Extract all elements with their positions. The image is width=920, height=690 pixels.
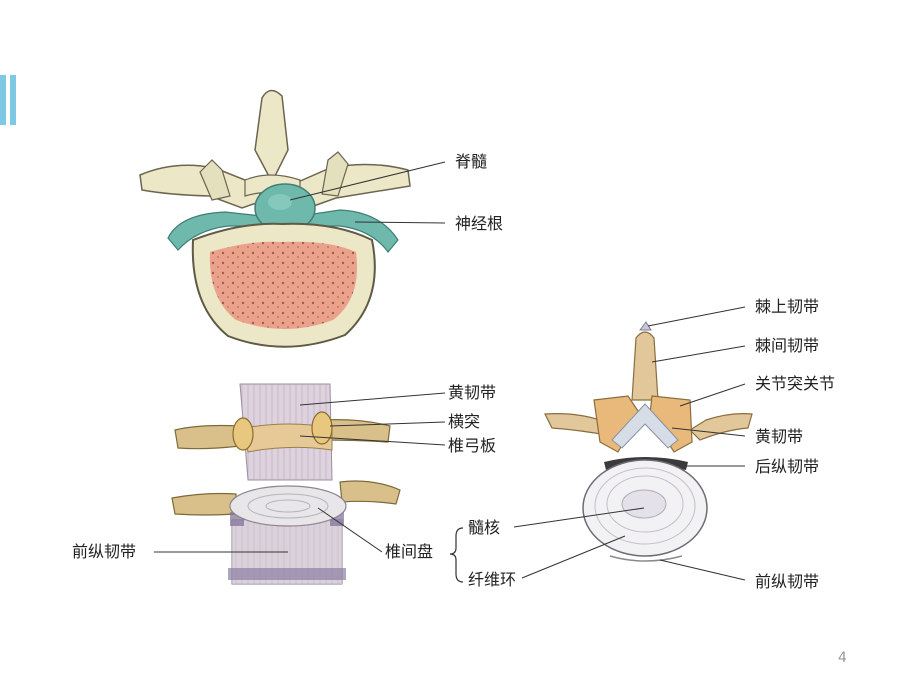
leader-ligamentum-flavum-right — [671, 427, 746, 437]
leader-anterior-ligament-right — [659, 559, 746, 581]
leader-supraspinous — [647, 306, 746, 327]
accent-bar-left — [0, 75, 6, 125]
vertebra-ligament-view — [544, 321, 753, 562]
label-interspinous-ligament: 棘间韧带 — [755, 336, 820, 355]
label-supraspinous-ligament: 棘上韧带 — [755, 297, 820, 316]
left-articular-process — [199, 159, 231, 201]
right-transverse-process — [293, 163, 411, 209]
spinous-process-right — [631, 331, 659, 401]
label-brace — [449, 527, 464, 583]
label-ligamentum-flavum: 黄韧带 — [448, 383, 497, 402]
leader-lamina — [299, 435, 446, 446]
spinous-process — [254, 89, 289, 184]
label-intervertebral-disc: 椎间盘 — [385, 542, 434, 561]
page-number: 4 — [838, 650, 847, 666]
accent-bar-right — [10, 75, 16, 125]
leader-spinal-cord — [289, 161, 446, 201]
label-anterior-longitudinal-ligament-right: 前纵韧带 — [755, 572, 820, 591]
leader-annulus — [521, 535, 626, 579]
left-transverse-process — [139, 164, 267, 209]
label-anterior-longitudinal-ligament-left: 前纵韧带 — [72, 542, 137, 561]
label-facet-joint: 关节突关节 — [755, 374, 836, 393]
nerve-root-right — [299, 209, 399, 253]
cancellous-bone — [209, 241, 358, 329]
vertebra-axial-view — [139, 89, 411, 348]
leader-nerve-root — [354, 221, 446, 224]
upper-transverse-right — [319, 419, 391, 443]
label-nucleus-pulposus: 髓核 — [468, 518, 501, 537]
leader-interspinous — [651, 345, 746, 363]
spine-segment-view — [171, 383, 401, 585]
label-annulus-fibrosus: 纤维环 — [468, 570, 517, 589]
leader-facet-joint — [679, 383, 746, 407]
label-nerve-root: 神经根 — [455, 214, 504, 233]
label-lamina: 椎弓板 — [448, 436, 497, 455]
upper-transverse-left — [174, 424, 241, 450]
label-ligamentum-flavum-right: 黄韧带 — [755, 427, 804, 446]
label-transverse-process: 横突 — [448, 412, 481, 431]
transverse-right-right-fig — [689, 413, 753, 441]
lower-transverse-left — [171, 492, 237, 516]
label-posterior-longitudinal-ligament: 后纵韧带 — [755, 457, 820, 476]
ligamentum-flavum-v — [611, 403, 679, 449]
lamina-band — [243, 423, 333, 453]
nucleus-pulposus — [621, 489, 667, 519]
leader-nucleus — [513, 507, 645, 528]
intervertebral-disc — [229, 485, 347, 527]
lower-transverse-right — [339, 480, 401, 505]
right-articular-process — [321, 151, 349, 197]
leader-intervertebral-disc — [317, 507, 383, 553]
leader-transverse-process — [329, 421, 446, 427]
leader-ligamentum-flavum — [299, 392, 446, 406]
label-spinal-cord: 脊髓 — [455, 152, 488, 171]
